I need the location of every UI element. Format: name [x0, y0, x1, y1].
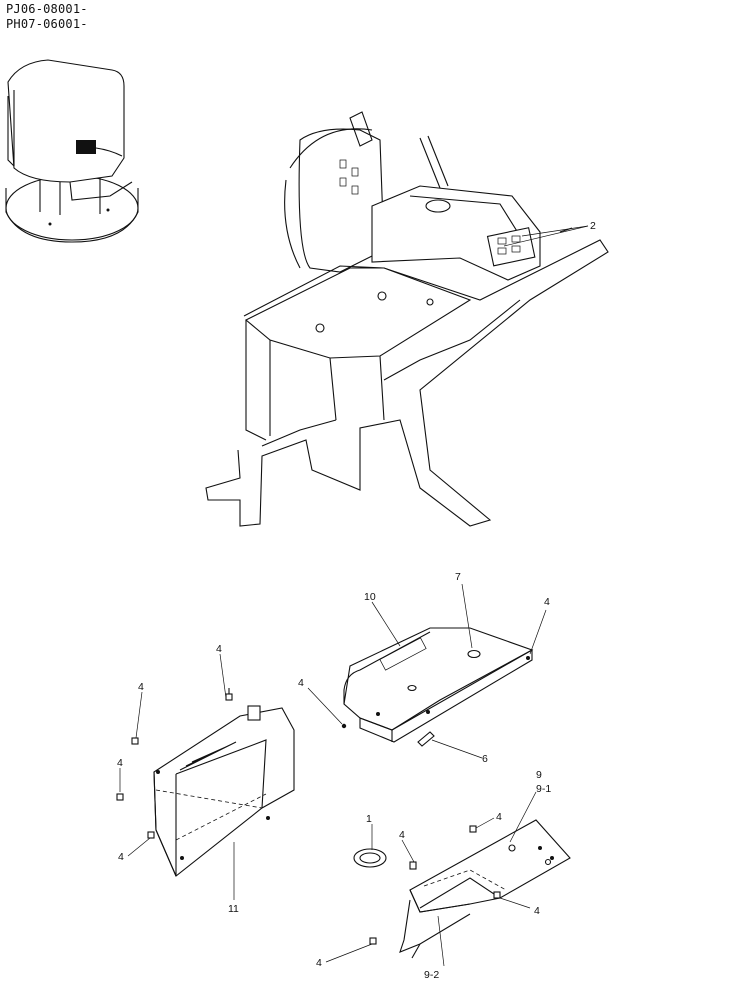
- leader-4j: [325, 943, 373, 963]
- callout-7: 7: [455, 571, 461, 583]
- leader-7: [461, 583, 473, 649]
- callout-4j: 4: [316, 957, 322, 969]
- callout-9-1: 9-1: [536, 783, 551, 795]
- callout-10: 10: [364, 591, 376, 603]
- leader-4a: [529, 609, 547, 655]
- serial-range-2: PH07-06001-: [6, 17, 88, 31]
- callout-4f: 4: [118, 851, 124, 863]
- leader-4f: [127, 837, 151, 857]
- bolt-4e: [116, 793, 124, 801]
- callout-9-2: 9-2: [424, 969, 439, 981]
- callout-6: 6: [482, 753, 488, 765]
- bolt-4h: [469, 825, 477, 833]
- leader-4i: [499, 897, 531, 909]
- leader-2b: [503, 225, 589, 247]
- callout-4e: 4: [117, 757, 123, 769]
- leader-9-2: [437, 915, 445, 967]
- callout-4h: 4: [496, 811, 502, 823]
- callout-11: 11: [228, 903, 239, 915]
- leader-4h: [475, 817, 495, 829]
- leader-4g: [401, 839, 415, 863]
- callout-2: 2: [590, 220, 596, 232]
- leader-10: [371, 601, 401, 647]
- seat-cushion-part: [341, 627, 534, 743]
- bolt-4g: [409, 861, 417, 870]
- leader-9: [509, 791, 537, 843]
- callout-4a: 4: [544, 596, 550, 608]
- grommet-part-1: [353, 848, 387, 868]
- callout-4g: 4: [399, 829, 405, 841]
- callout-4c: 4: [216, 643, 222, 655]
- bolt-4d: [131, 737, 139, 745]
- leader-2a: [521, 225, 589, 237]
- bolt-4f: [147, 831, 155, 839]
- seat-frame-assembly: [205, 111, 609, 527]
- leader-4d: [135, 691, 143, 739]
- callout-9: 9: [536, 769, 542, 781]
- callout-4b: 4: [298, 677, 304, 689]
- serial-range-1: PJ06-08001-: [6, 2, 88, 16]
- callout-1: 1: [366, 813, 372, 825]
- bolt-4c: [225, 688, 233, 701]
- bolt-4j: [369, 937, 377, 945]
- side-cover-part-11: [153, 705, 295, 877]
- callout-4d: 4: [138, 681, 144, 693]
- grommet-part-6: [417, 731, 435, 747]
- machine-overview-thumbnail: [5, 59, 139, 243]
- leader-4c: [219, 653, 227, 699]
- leader-4b: [307, 687, 343, 725]
- bolt-4i: [493, 891, 501, 899]
- leader-6: [431, 739, 483, 759]
- plate-part-9: [399, 819, 571, 959]
- callout-4i: 4: [534, 905, 540, 917]
